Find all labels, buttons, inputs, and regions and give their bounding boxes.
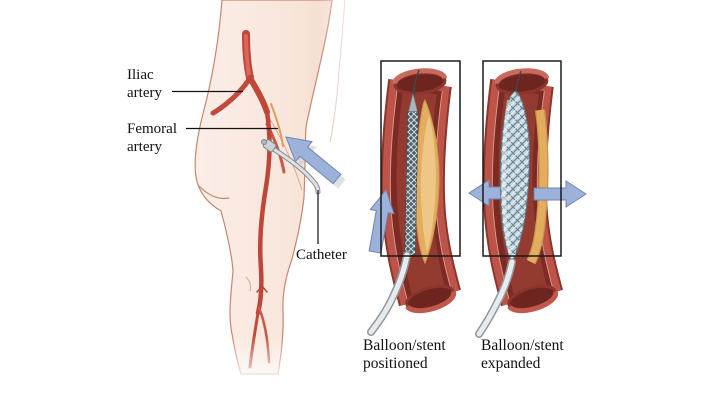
femoral-artery-label-line1: Femoral <box>127 121 177 137</box>
iliac-artery-trunk-highlight <box>244 34 251 78</box>
stent-collapsed-mesh <box>405 112 418 255</box>
stent-expanded-mesh <box>500 92 530 262</box>
delivery-catheter-2-core <box>476 259 515 337</box>
catheter-device <box>260 138 321 195</box>
panel-1-caption-line2: positioned <box>363 355 428 372</box>
plaque-large-highlight <box>420 115 436 252</box>
panel-1-frame <box>380 60 461 257</box>
leg-bottom-fade <box>185 336 360 388</box>
panel-stent-positioned: Balloon/stent positioned <box>363 60 461 372</box>
insertion-arrow-icon <box>285 136 342 185</box>
stent-expanded-sheen <box>501 99 513 257</box>
accessory-vessel-tan <box>270 103 284 147</box>
catheter-tube-core <box>270 146 320 194</box>
catheter-label: Catheter <box>296 247 347 263</box>
panel-stent-expanded: Balloon/stent expanded <box>468 60 587 372</box>
iliac-to-femoral-branch <box>247 75 270 115</box>
groin-crease <box>267 115 303 191</box>
plaque-compressed <box>527 109 548 264</box>
iliac-artery-left-branch <box>210 75 253 116</box>
iliac-artery-label-line2: artery <box>127 85 162 101</box>
panel-2-frame <box>482 60 562 257</box>
artery-bottom-opening-2 <box>507 284 559 314</box>
iliac-artery-label-line1: Iliac <box>127 67 154 83</box>
buttock-crease <box>198 185 230 200</box>
panel-2-caption-line2: expanded <box>481 355 541 372</box>
panel-1-caption-line1: Balloon/stent <box>363 337 446 354</box>
catheter-hub-nub <box>260 138 267 145</box>
knee-crease <box>245 276 251 292</box>
expand-arrow-right-icon <box>533 180 587 208</box>
femoral-artery-label-line2: artery <box>127 139 162 155</box>
anatomy-labels: Iliac artery Femoral artery Catheter <box>127 67 347 263</box>
flow-chevron <box>256 284 268 293</box>
artery-bottom-opening-1 <box>405 284 457 314</box>
anatomy-illustration: Iliac artery Femoral artery Catheter <box>127 0 366 388</box>
panel-2-caption-line1: Balloon/stent <box>481 337 564 354</box>
torso-right-fade <box>318 0 366 150</box>
delivery-catheter-1-core <box>368 252 410 335</box>
